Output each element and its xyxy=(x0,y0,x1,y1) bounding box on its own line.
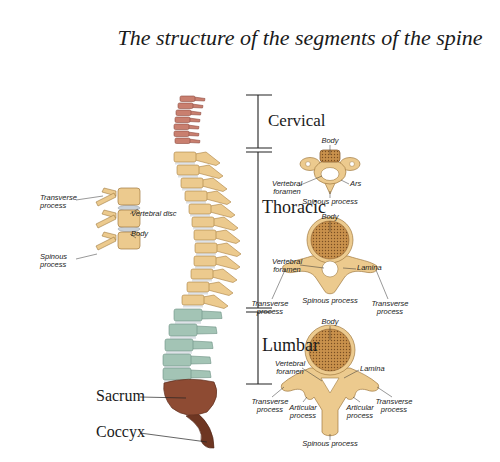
diagram-title: The structure of the segments of the spi… xyxy=(80,26,500,49)
thoracic-vertebrae xyxy=(174,152,241,309)
vertebra xyxy=(96,188,140,206)
vertebra xyxy=(180,96,205,102)
vertebra xyxy=(182,295,228,309)
segment-label: Cervical xyxy=(268,112,368,130)
part-label: Lamina xyxy=(357,264,397,272)
leader-lines xyxy=(76,196,138,259)
vertebra xyxy=(169,324,217,339)
part-label: Transverse process xyxy=(372,398,416,414)
part-label: Vertebral disc xyxy=(131,210,201,218)
vertebra xyxy=(176,110,201,116)
segment-label: Coccyx xyxy=(96,424,166,441)
vertebra xyxy=(192,217,238,231)
part-label: Spinous process xyxy=(290,440,370,448)
leader-lines xyxy=(298,145,349,198)
vertebra xyxy=(181,178,227,192)
vertebra xyxy=(194,256,240,270)
part-label: Transverse process xyxy=(248,300,292,316)
part-label: Body xyxy=(310,318,350,326)
vertebra xyxy=(194,230,240,244)
part-label: Body xyxy=(310,213,350,221)
sacrum-bone xyxy=(164,379,217,415)
vertebra xyxy=(177,165,223,179)
thoracic-vertebra-top xyxy=(283,217,378,294)
vertebra xyxy=(175,138,200,144)
side-view-vertebrae xyxy=(96,188,140,250)
part-label: Ars xyxy=(350,180,374,188)
vertebra xyxy=(187,282,233,296)
vertebra xyxy=(191,269,237,283)
part-label: Vertebral foramen xyxy=(267,258,307,274)
part-label: Vertebral foramen xyxy=(267,180,307,196)
part-label: Articular process xyxy=(340,404,380,420)
vertebra xyxy=(174,152,220,166)
vertebra xyxy=(174,309,222,324)
vertebra xyxy=(174,124,199,130)
segment-label: Thoracic xyxy=(262,198,372,217)
vertebra xyxy=(163,354,211,369)
segment-label: Lumbar xyxy=(262,336,372,355)
part-label: Articular process xyxy=(283,404,323,420)
part-label: Body xyxy=(310,137,350,145)
vertebra xyxy=(174,131,199,137)
vertebra xyxy=(178,103,203,109)
vertebra xyxy=(195,243,241,257)
lumbar-vertebrae xyxy=(163,309,222,383)
segment-label: Sacrum xyxy=(96,388,166,405)
vertebra xyxy=(165,339,213,354)
part-label: Body xyxy=(131,230,171,238)
coccyx-bone xyxy=(186,412,214,448)
vertebra xyxy=(175,117,200,123)
part-label: Transverse process xyxy=(40,194,80,210)
vertebra xyxy=(189,204,235,218)
cervical-vertebrae xyxy=(174,96,205,144)
part-label: Spinous process xyxy=(290,297,370,305)
part-label: Vertebral foramen xyxy=(270,360,310,376)
vertebra xyxy=(185,191,231,205)
leader-lines xyxy=(140,397,207,442)
part-label: Transverse process xyxy=(368,300,412,316)
part-label: Lamina xyxy=(360,365,400,373)
part-label: Spinous process xyxy=(40,253,80,269)
part-label: Transverse process xyxy=(248,398,292,414)
